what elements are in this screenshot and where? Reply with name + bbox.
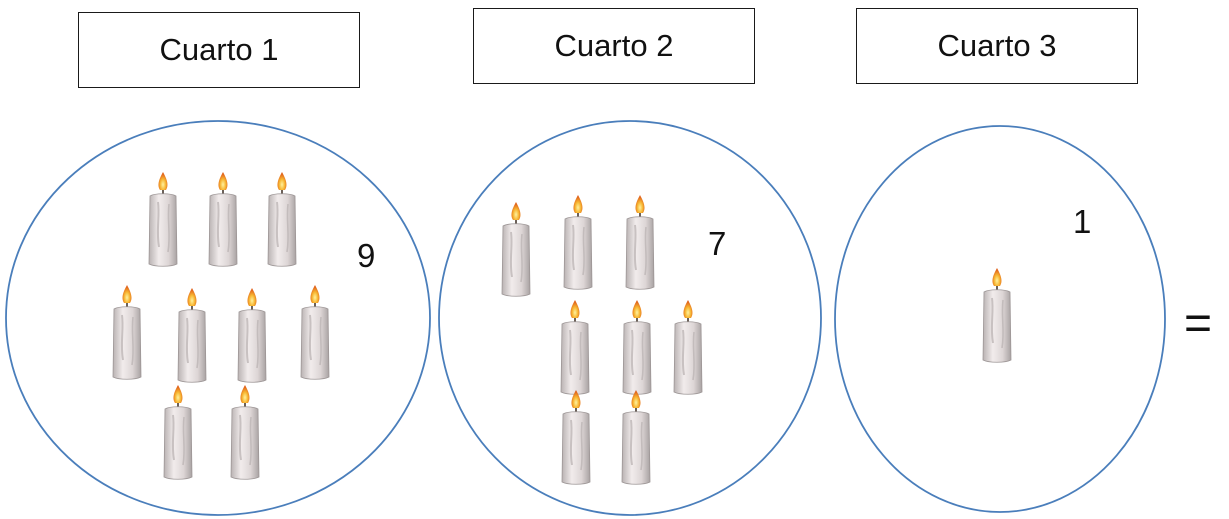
candle-icon (560, 299, 590, 396)
room-2-circle (438, 120, 822, 516)
candle-icon (300, 284, 330, 381)
room-1-label: Cuarto 1 (78, 12, 360, 88)
candle-icon (177, 287, 207, 384)
candle-icon (982, 267, 1012, 364)
candle-icon (148, 171, 178, 268)
candle-icon (208, 171, 238, 268)
room-3-label: Cuarto 3 (856, 8, 1138, 84)
room-3-circle (834, 125, 1166, 513)
room-2-candles (501, 194, 703, 486)
candle-icon (163, 384, 193, 481)
candle-icon (673, 299, 703, 396)
room-2-count: 7 (708, 225, 727, 262)
room-1-count: 9 (357, 237, 376, 274)
room-3-candles (982, 267, 1012, 364)
room-1-circle (5, 120, 431, 516)
candle-icon (237, 287, 267, 384)
room-3-count: 1 (1073, 203, 1092, 240)
candle-icon (267, 171, 297, 268)
candle-icon (230, 384, 260, 481)
candle-icon (622, 299, 652, 396)
room-1-candles (112, 171, 330, 481)
candle-icon (501, 201, 531, 298)
room-2-label: Cuarto 2 (473, 8, 755, 84)
equals-sign: = (1184, 297, 1213, 350)
candle-icon (563, 194, 593, 291)
candle-icon (112, 284, 142, 381)
candle-icon (625, 194, 655, 291)
candle-icon (561, 389, 591, 486)
candle-icon (621, 389, 651, 486)
